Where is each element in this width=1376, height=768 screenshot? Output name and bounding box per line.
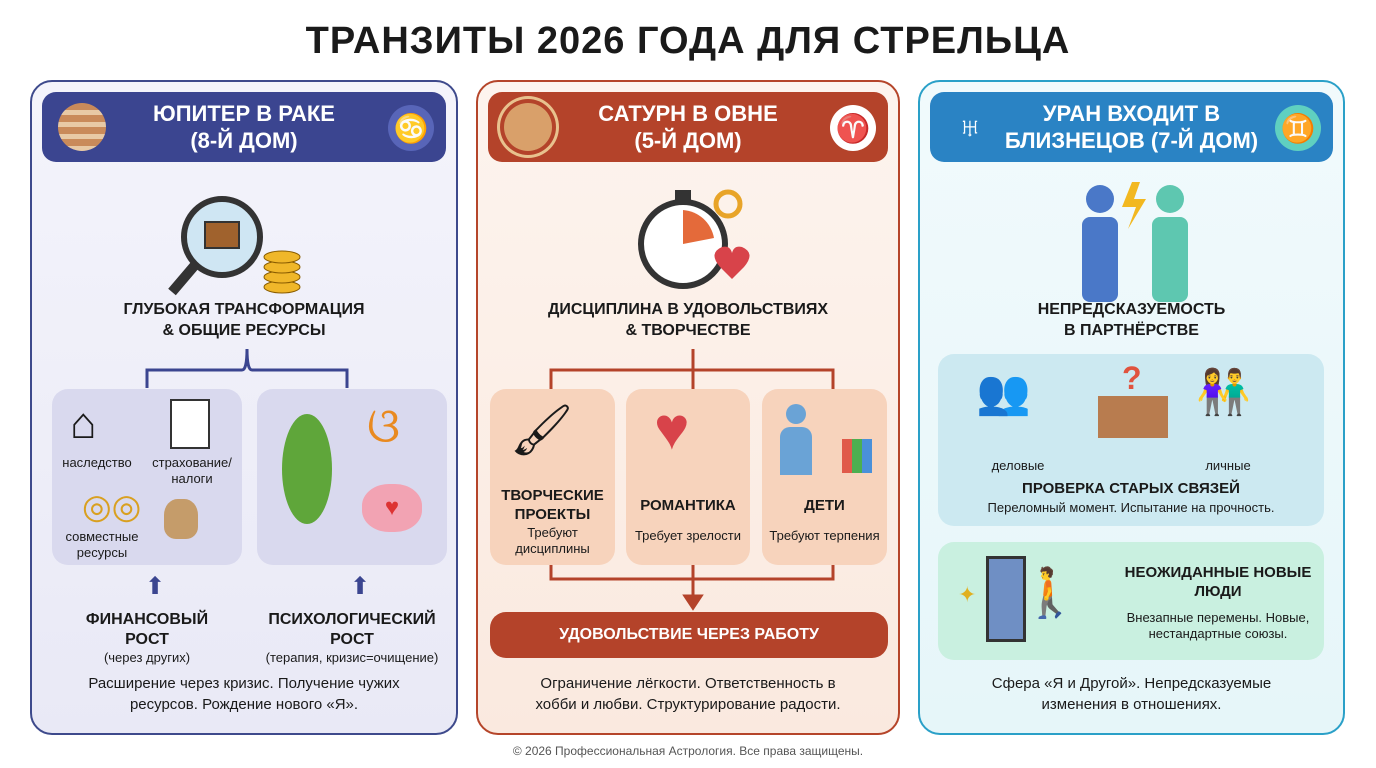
item-label: страхование/ налоги xyxy=(152,455,232,487)
arrow-up-icon: ⬆ xyxy=(350,573,371,600)
box-title: ПРОВЕРКА СТАРЫХ СВЯЗЕЙ xyxy=(1022,480,1240,497)
page-title: ТРАНЗИТЫ 2026 ГОДА ДЛЯ СТРЕЛЬЦА xyxy=(305,20,1071,62)
psychological-box: ଓ ♥ xyxy=(257,389,447,565)
rings-icon: ◎◎ xyxy=(82,488,142,526)
item-label: деловые xyxy=(991,458,1045,473)
financial-resources-box: ⌂ наследство страхование/ налоги ◎◎ совм… xyxy=(52,389,242,565)
handshake-lightning-icon xyxy=(1060,177,1210,302)
card-title: ТВОРЧЕСКИЕ ПРОЕКТЫ xyxy=(501,487,604,523)
psychological-growth: ПСИХОЛОГИЧЕСКИЙ РОСТ(терапия, кризис=очи… xyxy=(265,611,439,665)
theme-title: ДИСЦИПЛИНА В УДОВОЛЬСТВИЯХ& ТВОРЧЕСТВЕ xyxy=(547,301,829,339)
saturn-icon xyxy=(504,103,552,151)
hearts-kettlebell-icon: ♥ xyxy=(654,395,690,462)
box-note: Переломный момент. Испытание на прочност… xyxy=(987,500,1275,515)
copyright-footer: © 2026 Профессиональная Астрология. Все … xyxy=(512,744,864,758)
panel-saturn: САТУРН В ОВНЕ(5-Й ДОМ) ♈ ДИСЦИПЛИНА В УД… xyxy=(476,80,900,735)
broken-block-question-icon: ? xyxy=(1098,360,1168,438)
old-connections-box: 👥 ? 👫 деловые личные ПРОВЕРКА СТАРЫХ СВЯ… xyxy=(938,354,1324,526)
butterfly-icon: ଓ xyxy=(367,400,401,453)
panel-description: Сфера «Я и Другой». Непредсказуемые изме… xyxy=(991,675,1272,713)
uranus-symbol-icon: ♅ xyxy=(956,106,984,147)
header-line: УРАН ВХОДИТ В xyxy=(1042,100,1221,126)
panel-header: САТУРН В ОВНЕ(5-Й ДОМ) ♈ xyxy=(488,92,888,162)
easel-icon: 🖌 xyxy=(510,402,574,458)
box-title: НЕОЖИДАННЫЕ НОВЫЕ ЛЮДИ xyxy=(1124,564,1312,600)
blocks-icon xyxy=(842,439,872,473)
panel-description: Ограничение лёгкости. Ответственность в … xyxy=(535,675,841,713)
header-line: (8-Й ДОМ) xyxy=(190,128,298,153)
chrysalis-icon xyxy=(282,414,332,524)
aries-sign-icon: ♈ xyxy=(830,105,876,151)
header-line: (5-Й ДОМ) xyxy=(634,128,742,153)
brain-heart-icon: ♥ xyxy=(362,484,422,532)
bracket-connector xyxy=(145,348,349,388)
header-line: БЛИЗНЕЦОВ (7-Й ДОМ) xyxy=(1004,128,1259,153)
theme-title: ГЛУБОКАЯ ТРАНСФОРМАЦИЯ& ОБЩИЕ РЕСУРСЫ xyxy=(123,301,365,339)
panel-header: ЮПИТЕР В РАКЕ(8-Й ДОМ) ♋ xyxy=(42,92,446,162)
new-people-box: 🚶 ✦ НЕОЖИДАННЫЕ НОВЫЕ ЛЮДИ Внезапные пере… xyxy=(938,542,1324,660)
sparkle-icon: ✦ xyxy=(958,582,977,607)
item-label: наследство xyxy=(62,455,132,470)
card-children: ДЕТИ Требуют терпения xyxy=(762,389,887,565)
result-banner: УДОВОЛЬСТВИЕ ЧЕРЕЗ РАБОТУ xyxy=(490,612,888,658)
card-romance: ♥ РОМАНТИКА Требует зрелости xyxy=(626,389,750,565)
open-door-icon xyxy=(986,556,1026,642)
walking-people-icon: 🚶 xyxy=(1020,567,1080,620)
box-note: Внезапные перемены. Новые, нестандартные… xyxy=(1126,609,1310,641)
business-handshake-icon: 👥 xyxy=(976,368,1031,417)
flow-connector xyxy=(549,349,835,611)
header-line: САТУРН В ОВНЕ xyxy=(598,100,778,126)
jupiter-icon xyxy=(58,103,106,151)
header-line: ЮПИТЕР В РАКЕ xyxy=(153,100,335,126)
couple-icon: 👫 xyxy=(1196,368,1251,417)
card-note: Требуют дисциплины xyxy=(515,524,590,556)
arrow-up-icon: ⬆ xyxy=(145,573,166,600)
cancer-sign-icon: ♋ xyxy=(388,105,434,151)
card-title: ДЕТИ xyxy=(804,497,845,514)
card-note: Требует зрелости xyxy=(634,527,742,543)
panel-description: Расширение через кризис. Получение чужих… xyxy=(88,675,400,713)
financial-growth: ФИНАНСОВЫЙ РОСТ(через других) xyxy=(85,611,209,665)
money-bags-icon xyxy=(164,499,198,539)
document-stamp-icon xyxy=(170,399,210,449)
panel-jupiter: ЮПИТЕР В РАКЕ(8-Й ДОМ) ♋ ГЛУБОКАЯ ТРАНСФ… xyxy=(30,80,458,735)
item-label: личные xyxy=(1205,458,1251,473)
house-icon: ⌂ xyxy=(70,399,97,448)
magnifier-chest-icon xyxy=(167,192,307,302)
stopwatch-heart-icon xyxy=(628,182,758,297)
card-title: РОМАНТИКА xyxy=(640,497,736,514)
item-label: совместные ресурсы xyxy=(65,529,139,561)
card-note: Требуют терпения xyxy=(769,527,880,543)
parent-child-icon xyxy=(786,404,806,424)
gemini-sign-icon: ♊ xyxy=(1275,105,1321,151)
